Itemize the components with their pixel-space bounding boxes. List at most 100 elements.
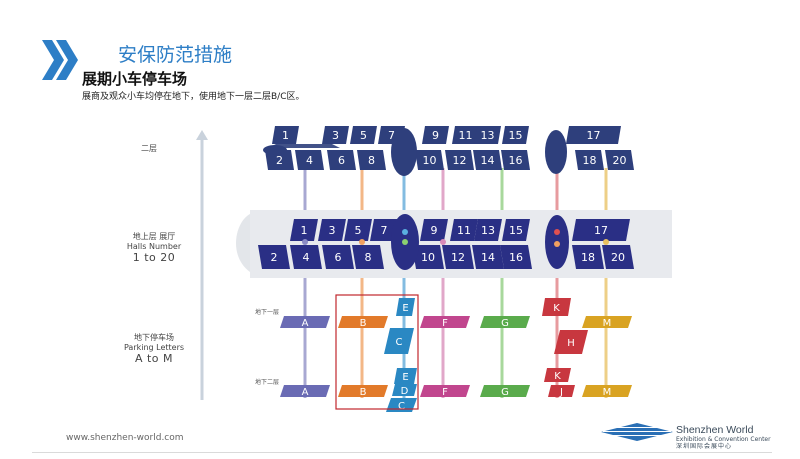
level2-hall-13-number: 13 [481, 129, 495, 142]
connector-lines [303, 168, 608, 405]
level2-hall-2: 2 [265, 150, 294, 170]
ground-hall-8-number: 8 [365, 251, 372, 264]
parking-mid-lot-H-letter: H [567, 338, 575, 349]
ground-hall-9: 9 [420, 219, 448, 241]
level2-hall-15-number: 15 [509, 129, 523, 142]
section-title: 安保防范措施 [118, 44, 233, 66]
parking-label-en: Parking Letters [123, 343, 185, 352]
level2-hall-11: 11 [452, 126, 479, 144]
b1-label: 地下一层 [255, 308, 279, 316]
ground-hall-12: 12 [442, 245, 474, 269]
parking-b1-lot-F: F [420, 316, 470, 329]
level2-hall-14: 14 [473, 150, 502, 170]
ground-hall-16: 16 [500, 245, 532, 269]
parking-b2-lot-E-letter: E [402, 372, 408, 383]
ground-hall-1-number: 1 [301, 224, 308, 237]
parking-b2-lot-B-letter: B [360, 387, 367, 398]
vertical-axis-arrow [196, 130, 208, 400]
level2-hall-5: 5 [350, 126, 377, 144]
level2-hall-1-number: 1 [282, 129, 289, 142]
parking-b2-lot-E: E [394, 368, 417, 384]
level2-hall-3-number: 3 [332, 129, 339, 142]
parking-b2-lot-M: M [582, 385, 632, 398]
ground-hall-17-number: 17 [594, 224, 608, 237]
ground-hall-8: 8 [352, 245, 384, 269]
level2-hall-4-number: 4 [306, 154, 313, 167]
ground-hall-6: 6 [322, 245, 354, 269]
parking-b2-lot-F: F [420, 385, 470, 398]
ground-hall-4-number: 4 [303, 251, 310, 264]
level2-hall-17-number: 17 [587, 129, 601, 142]
ground-hall-9-number: 9 [431, 224, 438, 237]
parking-b1-lot-A-letter: A [302, 318, 309, 329]
parking-mid-lot-C: C [384, 328, 414, 354]
parking-level-label: 地下停车场 Parking Letters A to M [112, 332, 196, 365]
logo-name: Shenzhen World [676, 424, 754, 436]
level2-hall-14-number: 14 [481, 154, 495, 167]
parking-b2-lot-G: G [480, 385, 530, 398]
ground-hall-2-number: 2 [271, 251, 278, 264]
parking-b1-lot-B-letter: B [360, 318, 367, 329]
level2-hall-13: 13 [474, 126, 501, 144]
parking-b1-lot-F-letter: F [442, 318, 448, 329]
ground-hall-14: 14 [472, 245, 504, 269]
parking-b1-lot-K-letter: K [553, 303, 560, 314]
level2-hall-12: 12 [445, 150, 474, 170]
ground-hall-11: 11 [450, 219, 478, 241]
page-title: 展期小车停车场 [82, 70, 188, 88]
parking-b1-lot-A: A [280, 316, 330, 329]
level2-label: 二层 [141, 144, 157, 153]
ground-label-en: Halls Number [126, 242, 182, 251]
ground-level-label: 地上层 展厅 Halls Number 1 to 20 [112, 231, 196, 264]
level2-hall-2-number: 2 [276, 154, 283, 167]
parking-b2-lot-G-letter: G [501, 387, 509, 398]
parking-b2-lot-K-letter: K [554, 371, 561, 382]
ground-hall-4: 4 [290, 245, 322, 269]
level2-hall-18-number: 18 [583, 154, 597, 167]
parking-b2-lot-D-letter: D [401, 386, 409, 397]
parking-b2-lot-A-letter: A [302, 387, 309, 398]
level2-hall-6-number: 6 [338, 154, 345, 167]
ground-hall-18-number: 18 [581, 251, 595, 264]
parking-b2-lot-A: A [280, 385, 330, 398]
parking-b2-lot-J-letter: J [559, 387, 563, 398]
level2-hall-9-number: 9 [432, 129, 439, 142]
level2-hall-18: 18 [575, 150, 604, 170]
level2-hall-12-number: 12 [453, 154, 467, 167]
level2-hall-10-number: 10 [423, 154, 437, 167]
parking-b1-lot-K: K [542, 298, 571, 316]
parking-b1-lot-G-letter: G [501, 318, 509, 329]
ground-hall-14-number: 14 [481, 251, 495, 264]
parking-b2-lot-B: B [338, 385, 388, 398]
parking-b2-lot-J: J [548, 385, 575, 398]
level2-hall-20: 20 [605, 150, 634, 170]
venue-logo: Shenzhen World Exhibition & Convention C… [676, 420, 771, 450]
parking-label-range: A to M [134, 352, 174, 365]
website-url: www.shenzhen-world.com [66, 433, 184, 443]
page-description: 展商及观众小车均停在地下，使用地下一层二层B/C区。 [82, 92, 305, 102]
parking-mid-lot-H: H [554, 330, 588, 354]
level2-hall-16-number: 16 [509, 154, 523, 167]
ground-hall-10-number: 10 [421, 251, 435, 264]
ground-hall-11-number: 11 [457, 224, 471, 237]
level2-hall-20-number: 20 [613, 154, 627, 167]
logo-cn: 深圳国际会展中心 [676, 443, 733, 450]
level2-hall-17: 17 [566, 126, 621, 144]
level2-hall-4: 4 [295, 150, 324, 170]
ground-hall-2: 2 [258, 245, 290, 269]
ground-hall-12-number: 12 [451, 251, 465, 264]
level2-hall-8-number: 8 [368, 154, 375, 167]
ground-hall-15: 15 [502, 219, 530, 241]
highlight-box [335, 294, 419, 410]
ground-hall-13: 13 [474, 219, 502, 241]
ground-hall-18: 18 [572, 245, 604, 269]
ground-hall-17: 17 [572, 219, 630, 241]
ground-hall-3-number: 3 [329, 224, 336, 237]
level2-hall-16: 16 [501, 150, 530, 170]
ground-hall-20: 20 [602, 245, 634, 269]
ground-hall-20-number: 20 [611, 251, 625, 264]
parking-b1-lot-B: B [338, 316, 388, 329]
